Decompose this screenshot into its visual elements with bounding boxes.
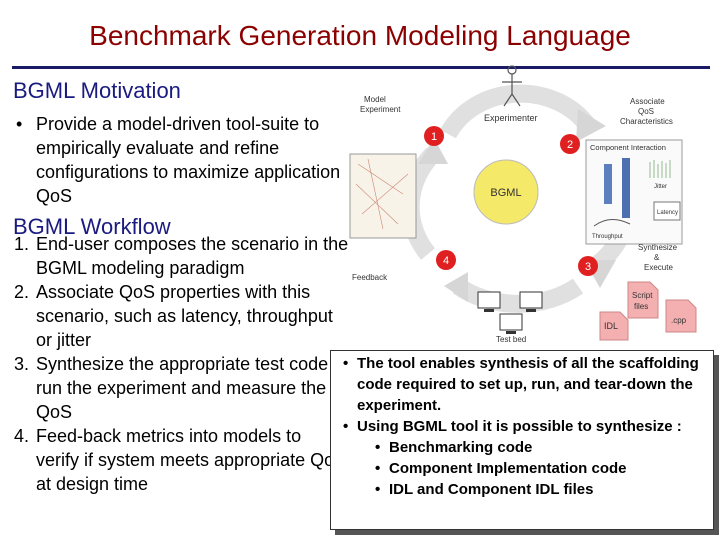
arrow-head — [576, 109, 606, 142]
step-text: Feed-back metrics into models to verify … — [36, 426, 347, 494]
step-badge-1 — [424, 126, 444, 146]
step-badge-number: 4 — [443, 255, 449, 267]
workflow-list: 1. End-user composes the scenario in the … — [14, 232, 349, 496]
script-files-icon — [627, 281, 659, 319]
latency-chart-icon — [653, 201, 681, 221]
step-text: End-user composes the scenario in the BG… — [36, 234, 349, 278]
script-files-label: Script — [632, 291, 653, 300]
latency-label: Latency — [657, 210, 678, 216]
step-number: 2. — [14, 282, 30, 302]
step-badge-number: 1 — [431, 131, 437, 143]
step-number: 1. — [14, 234, 30, 254]
model-graph-icon — [355, 158, 409, 230]
synthesize-label: Execute — [644, 263, 673, 272]
workflow-heading: BGML Workflow — [13, 214, 171, 239]
script-files-label: files — [634, 302, 648, 311]
synthesize-label: Synthesize — [638, 243, 678, 252]
component-interaction-label: Component Interaction — [590, 143, 666, 152]
step-badge-3 — [578, 256, 598, 276]
component-block-icon — [622, 158, 630, 218]
associate-qos-label: Characteristics — [620, 117, 673, 126]
bgml-center-label: BGML — [490, 187, 521, 199]
step-badge-2 — [560, 134, 580, 154]
cpp-file-icon — [665, 299, 697, 333]
component-interaction-panel — [585, 139, 683, 245]
workflow-step: 2. Associate QoS properties with this sce… — [14, 280, 349, 352]
synthesis-callout: The tool enables synthesis of all the sc… — [330, 350, 714, 530]
jitter-chart-icon — [649, 160, 671, 178]
step-number: 3. — [14, 354, 30, 374]
cpp-file-label: .cpp — [671, 316, 687, 325]
synthesize-label: & — [654, 253, 660, 262]
slide-title: Benchmark Generation Modeling Language — [89, 20, 631, 51]
title-divider — [12, 66, 710, 69]
model-experiment-label: Experiment — [360, 105, 401, 114]
callout-subpoint: Benchmarking code — [331, 437, 713, 458]
jitter-label: Jitter — [654, 184, 667, 190]
computer-icon — [519, 291, 543, 312]
callout-point: Using BGML tool it is possible to synthe… — [331, 416, 713, 437]
bgml-workflow-diagram: Experimenter Model Experiment Associate … — [349, 65, 697, 344]
step-badge-number: 2 — [567, 139, 573, 151]
motivation-list: Provide a model-driven tool-suite to emp… — [14, 112, 344, 208]
step-text: Synthesize the appropriate test code to … — [36, 354, 349, 422]
model-experiment-label: Model — [364, 95, 386, 104]
associate-qos-label: Associate — [630, 97, 665, 106]
workflow-step: 4. Feed-back metrics into models to verif… — [14, 424, 349, 496]
flow-arrow — [440, 84, 596, 139]
flow-arrow — [452, 278, 584, 313]
workflow-step: 1. End-user composes the scenario in the … — [14, 232, 349, 280]
motivation-bullet: Provide a model-driven tool-suite to emp… — [14, 112, 344, 208]
step-number: 4. — [14, 426, 30, 446]
callout-subpoint: IDL and Component IDL files — [331, 479, 713, 500]
idl-file-icon — [599, 311, 629, 341]
computer-icon — [477, 291, 501, 312]
associate-qos-label: QoS — [638, 107, 654, 116]
callout-point: The tool enables synthesis of all the sc… — [331, 353, 713, 416]
idl-file-label: IDL — [604, 321, 618, 331]
arrow-head — [418, 138, 448, 164]
throughput-label: Throughput — [592, 234, 623, 240]
component-block-icon — [604, 164, 612, 204]
feedback-label: Feedback — [352, 273, 388, 282]
test-bed-label: Test bed — [496, 335, 526, 344]
computer-icon — [499, 313, 523, 334]
experimenter-label: Experimenter — [484, 113, 538, 123]
motivation-heading: BGML Motivation — [13, 78, 181, 103]
arrow-head — [444, 272, 468, 302]
experimenter-icon — [502, 65, 522, 107]
workflow-step: 3. Synthesize the appropriate test code t… — [14, 352, 349, 424]
step-badge-number: 3 — [585, 261, 591, 273]
throughput-chart-icon — [593, 219, 631, 227]
callout-subpoint: Component Implementation code — [331, 458, 713, 479]
bgml-center-circle — [473, 159, 539, 225]
step-badge-4 — [436, 250, 456, 270]
step-text: Associate QoS properties with this scena… — [36, 282, 333, 350]
